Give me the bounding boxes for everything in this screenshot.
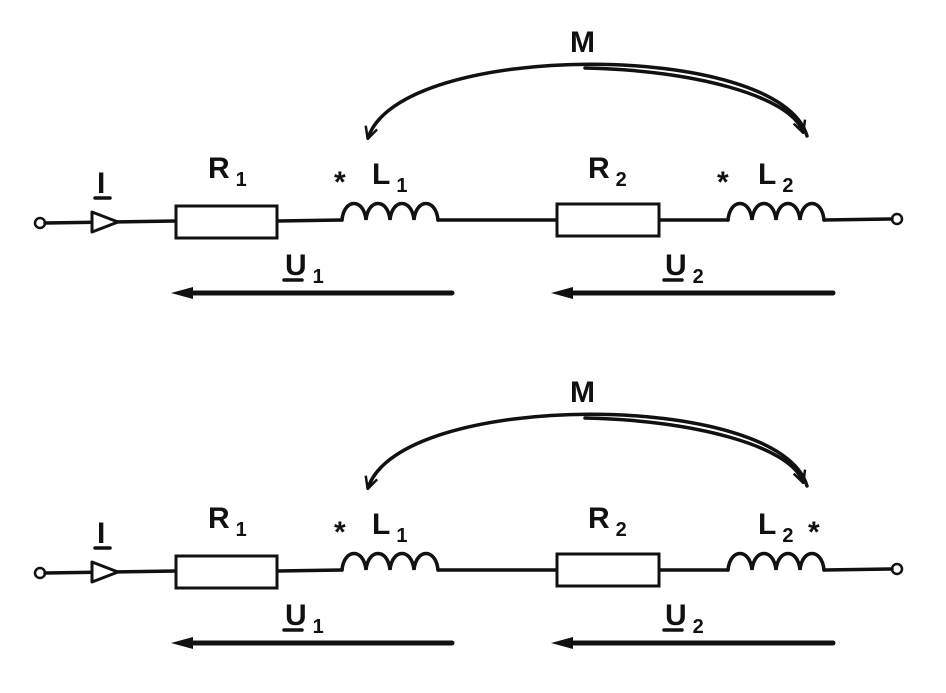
label-l1-base: L	[372, 158, 390, 191]
voltage-arrow-u2-head	[551, 637, 573, 649]
label-l2-base: L	[758, 508, 776, 541]
label-l1-base: L	[372, 508, 390, 541]
current-label: I	[97, 167, 105, 200]
voltage-arrow-u2-head	[551, 287, 573, 299]
mutual-arc-right	[583, 66, 803, 132]
resistor-r2	[555, 552, 661, 588]
polarity-mark-l2: *	[717, 166, 729, 199]
mutual-arc-left	[368, 62, 809, 138]
wire-r1-l1	[275, 218, 344, 223]
inductor-l1	[340, 551, 440, 572]
label-l2-subscript: 2	[782, 175, 793, 197]
resistor-r2	[555, 202, 661, 238]
inductor-l2	[726, 201, 826, 222]
label-u1-subscript: 1	[313, 266, 324, 288]
inductor-l2	[726, 551, 826, 572]
resistor-r1	[174, 554, 279, 590]
wire-output	[822, 217, 894, 222]
label-l2-base: L	[758, 158, 776, 191]
mutual-arc-left	[368, 412, 809, 488]
label-r2-base: R	[588, 502, 610, 535]
polarity-mark-l2: *	[808, 516, 820, 549]
label-u2-subscript: 2	[693, 616, 704, 638]
polarity-mark-l1: *	[334, 516, 346, 549]
label-u1-base: U	[285, 599, 307, 632]
label-r2-subscript: 2	[616, 519, 627, 541]
current-label: I	[97, 517, 105, 550]
voltage-arrow-u1-head	[171, 287, 193, 299]
label-r1-base: R	[208, 502, 230, 535]
resistor-r1	[174, 204, 279, 240]
label-u1-subscript: 1	[313, 616, 324, 638]
label-r1-subscript: 1	[236, 519, 247, 541]
label-r1-subscript: 1	[236, 169, 247, 191]
voltage-arrow-u1-head	[171, 637, 193, 649]
label-r2-base: R	[588, 152, 610, 185]
label-l2-subscript: 2	[782, 525, 793, 547]
label-l1-subscript: 1	[396, 525, 407, 547]
label-u2-subscript: 2	[693, 266, 704, 288]
inductor-l1	[340, 201, 440, 222]
wire-r1-l1	[275, 568, 344, 573]
label-u1-base: U	[285, 249, 307, 282]
mutual-arc-right	[583, 416, 803, 482]
label-u2-base: U	[665, 599, 687, 632]
label-r1-base: R	[208, 152, 230, 185]
label-r2-subscript: 2	[616, 169, 627, 191]
label-u2-base: U	[665, 249, 687, 282]
label-l1-subscript: 1	[396, 175, 407, 197]
polarity-mark-l1: *	[334, 166, 346, 199]
wire-output	[822, 567, 894, 572]
mutual-label: M	[570, 26, 595, 59]
current-arrow	[90, 560, 120, 584]
current-arrow	[90, 210, 120, 234]
mutual-label: M	[570, 376, 595, 409]
